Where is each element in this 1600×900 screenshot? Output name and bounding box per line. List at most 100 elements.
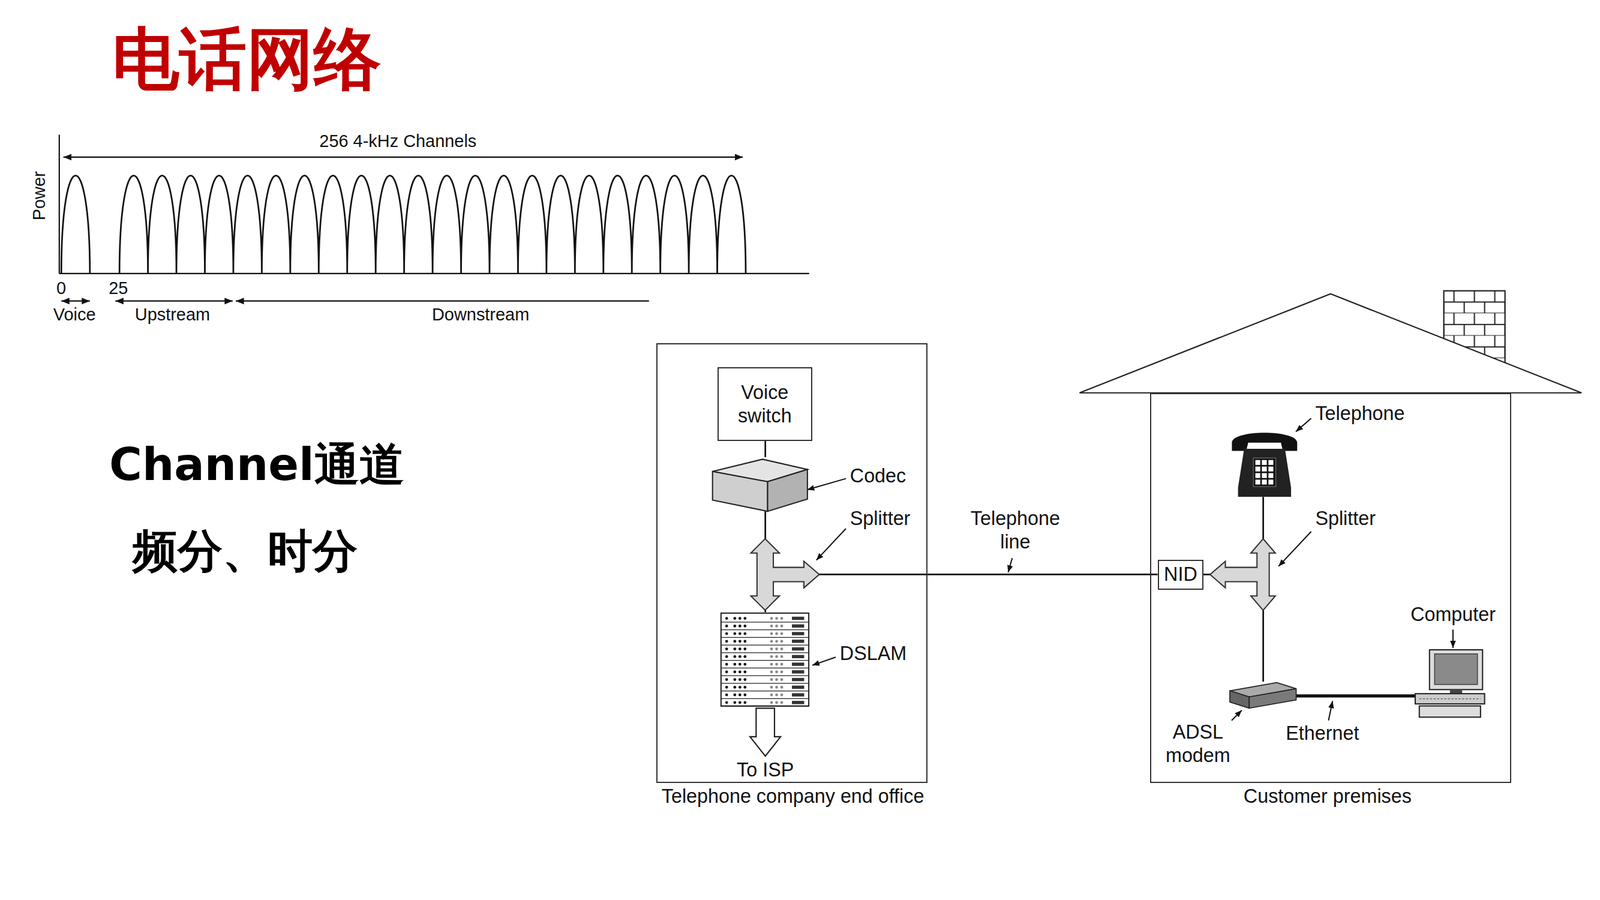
isp-arrow <box>749 707 781 756</box>
connector <box>1203 573 1211 576</box>
drawing-part <box>743 647 747 651</box>
drawing-part <box>725 623 729 627</box>
node-label: DSLAM <box>839 641 907 666</box>
drawing-part <box>769 631 773 635</box>
node-label: Splitter <box>1315 506 1376 531</box>
telephone-icon: Telephone <box>1229 428 1300 497</box>
connector <box>1262 610 1265 682</box>
node-label: Codec <box>850 464 906 488</box>
frequency-axis <box>59 272 810 275</box>
telephone-icon <box>1229 428 1300 497</box>
drawing-part <box>1210 538 1276 611</box>
drawing-part <box>769 677 773 681</box>
node-label: Computer <box>1381 602 1525 627</box>
drawing-part <box>720 644 810 645</box>
drawing-part <box>738 623 742 627</box>
drawing-part <box>1268 473 1274 479</box>
diagram-title: 电话网络 <box>112 18 381 100</box>
text-label: To ISP <box>714 758 817 782</box>
drawing-part <box>725 631 729 635</box>
drawing-part <box>720 697 810 699</box>
text-label: Downstream <box>398 304 563 326</box>
drawing-part <box>720 674 810 676</box>
leader-line <box>816 528 846 561</box>
drawing-part <box>733 647 737 651</box>
drawing-part <box>743 616 747 620</box>
switch-box: Voice switch <box>717 367 813 441</box>
drawing-part <box>769 692 773 696</box>
drawing-part <box>791 646 804 650</box>
drawing-part <box>743 685 747 689</box>
drawing-part <box>775 623 779 627</box>
drawing-part <box>791 631 804 635</box>
drawing-part <box>743 670 747 674</box>
text-label: 频分、时分 <box>132 524 358 579</box>
drawing-part <box>1229 690 1250 708</box>
drawing-part <box>775 654 779 658</box>
drawing-part <box>1429 649 1483 690</box>
computer-icon <box>1415 649 1485 720</box>
leader-line <box>1278 531 1311 567</box>
drawing-part <box>1237 448 1291 497</box>
drawing-part <box>725 654 729 658</box>
drawing-part <box>779 685 783 689</box>
node-label: Customer premises <box>1159 784 1496 809</box>
drawing-part <box>1249 688 1296 708</box>
text-label: 25 <box>97 277 139 299</box>
drawing-part <box>738 692 742 696</box>
modem-icon <box>1229 681 1297 710</box>
drawing-part <box>779 692 783 696</box>
node-label: ADSL modem <box>1162 720 1234 768</box>
drawing-part <box>769 662 773 666</box>
drawing-part <box>779 654 783 658</box>
drawing-part <box>738 685 742 689</box>
drawing-part <box>791 654 804 658</box>
codec-icon <box>711 457 809 512</box>
drawing-part <box>791 639 804 643</box>
drawing-part <box>791 692 804 696</box>
drawing-part <box>1255 473 1260 479</box>
drawing-part <box>779 623 783 627</box>
splitter-arrow: Splitter <box>1210 538 1278 611</box>
drawing-part <box>767 469 807 512</box>
drawing-part <box>779 662 783 666</box>
drawing-part <box>743 623 747 627</box>
drawing-part <box>791 685 804 689</box>
roof <box>1079 293 1582 393</box>
drawing-part <box>791 623 804 627</box>
drawing-part <box>775 685 779 689</box>
drawing-part <box>738 677 742 681</box>
leader-line <box>806 478 846 491</box>
drawing-part <box>743 631 747 635</box>
drawing-part <box>769 685 773 689</box>
drawing-part <box>775 692 779 696</box>
drawing-part <box>779 670 783 674</box>
drawing-part <box>738 647 742 651</box>
connector <box>1262 496 1265 539</box>
drawing-part <box>779 677 783 681</box>
drawing-part <box>725 677 729 681</box>
drawing-part <box>733 654 737 658</box>
drawing-part <box>725 647 729 651</box>
drawing-part <box>725 662 729 666</box>
drawing-part <box>775 700 779 704</box>
leader-line <box>1007 557 1013 573</box>
drawing-part <box>779 639 783 643</box>
drawing-part <box>1261 473 1267 479</box>
splitter-arrow: Splitter <box>742 538 820 611</box>
drawing-part <box>738 654 742 658</box>
text-label: 0 <box>46 277 77 299</box>
drawing-part <box>769 647 773 651</box>
drawing-part <box>1255 479 1260 485</box>
drawing-part <box>738 700 742 704</box>
span-arrow <box>63 156 744 158</box>
nid-box: NID <box>1157 559 1205 590</box>
connector <box>764 440 767 458</box>
drawing-part <box>720 659 810 660</box>
drawing-part <box>1261 466 1267 472</box>
text-label: Channel通道 <box>109 437 405 492</box>
drawing-part <box>733 639 737 643</box>
text-label: Voice <box>33 304 116 326</box>
span-arrow <box>235 300 650 302</box>
drawing-part <box>725 639 729 643</box>
